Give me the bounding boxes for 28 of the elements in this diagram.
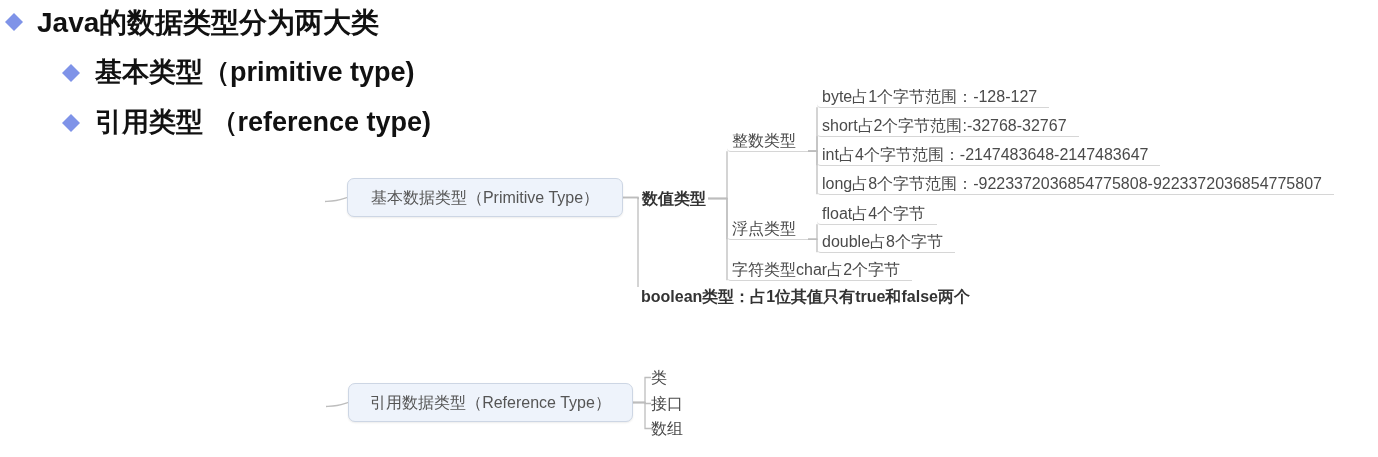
- category-text: boolean类型：占1位其值只有true和false两个: [638, 287, 972, 306]
- bullet-text: 基本类型（primitive type): [95, 57, 415, 89]
- subtopic-text: short占2个字节范围:-32768-32767: [817, 116, 1079, 137]
- subtopic-text: long占8个字节范围：-9223372036854775808-9223372036854775807: [817, 174, 1334, 195]
- bullet-text: 引用类型 （reference type): [95, 107, 432, 139]
- category-text: 数值类型: [639, 189, 708, 208]
- connector-line: [707, 197, 728, 281]
- connector-line: [807, 238, 818, 253]
- item-text: 类: [651, 368, 669, 387]
- subtopic-text: double占8个字节: [817, 232, 955, 253]
- topic-label: 引用数据类型（Reference Type）: [370, 393, 611, 412]
- subtopic-text: 字符类型char占2个字节: [727, 260, 913, 281]
- connector-line: [325, 401, 349, 408]
- topic-box: [347, 178, 623, 217]
- subtopic-text: byte占1个字节范围：-128-127: [817, 87, 1050, 108]
- item-text: 接口: [651, 394, 685, 413]
- item-text: 数组: [651, 419, 685, 438]
- connector-line: [807, 150, 818, 195]
- topic-box: [348, 383, 633, 422]
- subtopic-text: float占4个字节: [817, 204, 938, 225]
- connector-line: [632, 401, 652, 430]
- subtopic-text: 浮点类型: [727, 219, 808, 240]
- subtopic-text: 整数类型: [727, 131, 808, 152]
- connector-line: [622, 196, 639, 288]
- topic-label: 基本数据类型（Primitive Type）: [370, 188, 600, 207]
- connector-line: [324, 196, 348, 203]
- heading-text: Java的数据类型分为两大类: [37, 7, 380, 40]
- subtopic-text: int占4个字节范围：-2147483648-2147483647: [817, 145, 1161, 166]
